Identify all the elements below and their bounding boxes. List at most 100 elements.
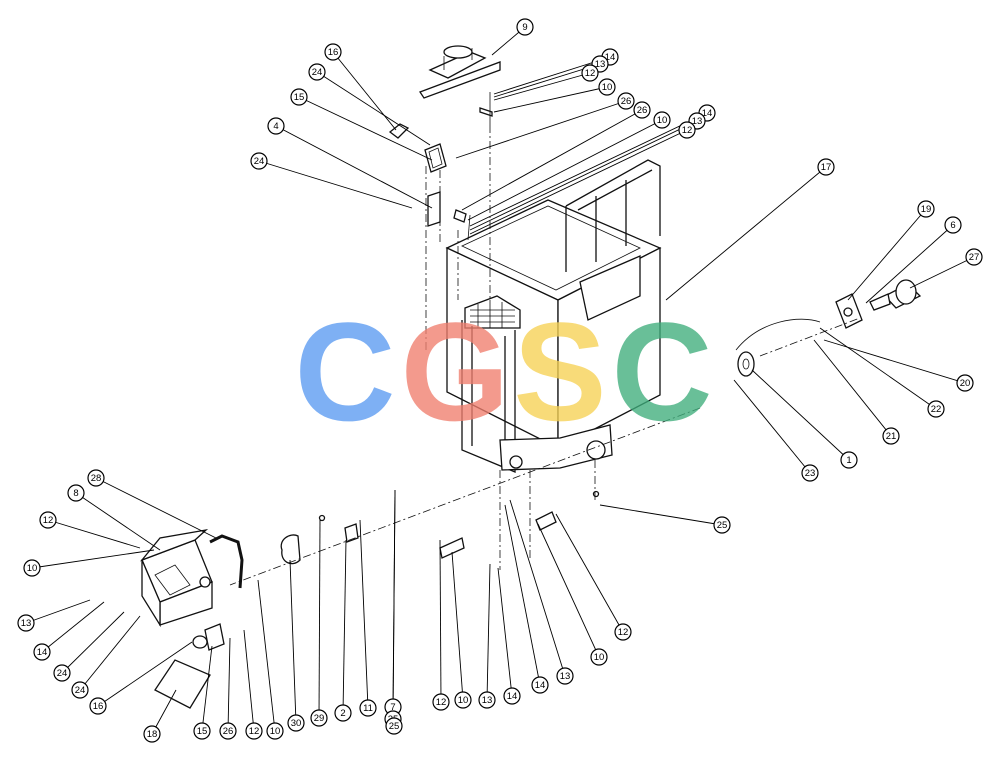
callout-number: 15 bbox=[197, 726, 208, 737]
callout-circle bbox=[581, 64, 599, 82]
part-8-lower-box bbox=[139, 528, 213, 628]
callout-number: 10 bbox=[594, 652, 605, 663]
leader-line-27 bbox=[909, 256, 975, 289]
small-hardware bbox=[453, 92, 493, 241]
leader-line-24 bbox=[258, 160, 413, 209]
callout-number: 15 bbox=[294, 92, 305, 103]
callout-26: 26 bbox=[633, 101, 651, 119]
callout-11: 11 bbox=[359, 699, 377, 717]
callout-18: 18 bbox=[143, 725, 161, 743]
callout-circle bbox=[432, 693, 450, 711]
leader-line-10 bbox=[451, 551, 464, 701]
leader-line-19 bbox=[847, 208, 927, 301]
callout-number: 17 bbox=[821, 162, 832, 173]
callout-12: 12 bbox=[39, 511, 57, 529]
callout-circle bbox=[143, 725, 161, 743]
callout-number: 14 bbox=[702, 108, 713, 119]
leader-line-26 bbox=[461, 109, 643, 211]
callout-number: 21 bbox=[886, 431, 897, 442]
leader-line-1 bbox=[751, 369, 850, 461]
callout-number: 24 bbox=[254, 156, 265, 167]
callout-number: 29 bbox=[314, 713, 325, 724]
callout-bubbles: 9141312102626101413121624154241719627202… bbox=[17, 18, 983, 743]
callout-number: 9 bbox=[522, 22, 527, 33]
leader-line-21 bbox=[813, 339, 892, 437]
callout-circle bbox=[359, 699, 377, 717]
callout-circle bbox=[17, 614, 35, 632]
part-15-plate-lower bbox=[204, 623, 225, 651]
callout-2: 2 bbox=[334, 704, 352, 722]
callout-16: 16 bbox=[89, 697, 107, 715]
callout-14: 14 bbox=[33, 643, 51, 661]
callout-number: 27 bbox=[969, 252, 980, 263]
callout-circle bbox=[503, 687, 521, 705]
part-30-lamp bbox=[280, 534, 301, 565]
callout-13: 13 bbox=[17, 614, 35, 632]
callout-12: 12 bbox=[432, 693, 450, 711]
leader-line-13 bbox=[486, 563, 491, 701]
callout-10: 10 bbox=[598, 78, 616, 96]
callout-circle bbox=[308, 63, 326, 81]
part-28-hose bbox=[209, 534, 244, 589]
cable-run bbox=[735, 318, 821, 351]
callout-30: 30 bbox=[287, 714, 305, 732]
callout-circle bbox=[678, 121, 696, 139]
leader-line-10 bbox=[537, 523, 600, 658]
callout-10: 10 bbox=[454, 691, 472, 709]
leader-line-10 bbox=[31, 549, 155, 569]
callout-circle bbox=[817, 158, 835, 176]
callout-circle bbox=[71, 681, 89, 699]
leader-line-2 bbox=[342, 539, 347, 714]
callout-14: 14 bbox=[531, 676, 549, 694]
callout-circle bbox=[556, 667, 574, 685]
callout-12: 12 bbox=[581, 64, 599, 82]
callout-number: 18 bbox=[147, 729, 158, 740]
callout-15: 15 bbox=[290, 88, 308, 106]
callout-15: 15 bbox=[193, 722, 211, 740]
callout-number: 13 bbox=[595, 59, 606, 70]
leader-line-14 bbox=[497, 567, 513, 697]
callout-1: 1 bbox=[840, 451, 858, 469]
callout-25: 25 bbox=[713, 516, 731, 534]
callout-number: 28 bbox=[91, 473, 102, 484]
callout-21: 21 bbox=[882, 427, 900, 445]
callout-12: 12 bbox=[245, 722, 263, 740]
leader-line-11 bbox=[359, 519, 369, 709]
callout-circle bbox=[598, 78, 616, 96]
callout-number: 25 bbox=[717, 520, 728, 531]
callout-circle bbox=[267, 117, 285, 135]
callout-circle bbox=[478, 691, 496, 709]
callout-number: 14 bbox=[507, 691, 518, 702]
callout-circle bbox=[633, 101, 651, 119]
callout-number: 14 bbox=[535, 680, 546, 691]
callout-number: 10 bbox=[657, 115, 668, 126]
leader-line-26 bbox=[455, 100, 627, 159]
callout-circle bbox=[713, 516, 731, 534]
callout-26: 26 bbox=[617, 92, 635, 110]
part-4-bracket bbox=[427, 191, 441, 227]
leader-line-24 bbox=[316, 71, 431, 146]
leader-line-12 bbox=[47, 519, 141, 549]
part-2-bushing bbox=[344, 523, 359, 543]
leader-line-10 bbox=[493, 86, 608, 113]
callout-number: 23 bbox=[805, 468, 816, 479]
leader-line-26 bbox=[227, 637, 231, 732]
callout-circle bbox=[956, 374, 974, 392]
leader-line-14 bbox=[504, 504, 541, 686]
leader-line-12 bbox=[243, 629, 255, 732]
callout-number: 30 bbox=[291, 718, 302, 729]
callout-circle bbox=[87, 469, 105, 487]
callout-number: 10 bbox=[270, 726, 281, 737]
leader-line-14 bbox=[469, 112, 708, 227]
callout-10: 10 bbox=[23, 559, 41, 577]
callout-27: 27 bbox=[965, 248, 983, 266]
callout-circle bbox=[385, 717, 403, 735]
callout-number: 13 bbox=[21, 618, 32, 629]
callout-10: 10 bbox=[266, 722, 284, 740]
callout-number: 12 bbox=[585, 68, 596, 79]
callout-28: 28 bbox=[87, 469, 105, 487]
callout-circle bbox=[516, 18, 534, 36]
callout-circle bbox=[290, 88, 308, 106]
callout-19: 19 bbox=[917, 200, 935, 218]
callout-number: 26 bbox=[621, 96, 632, 107]
